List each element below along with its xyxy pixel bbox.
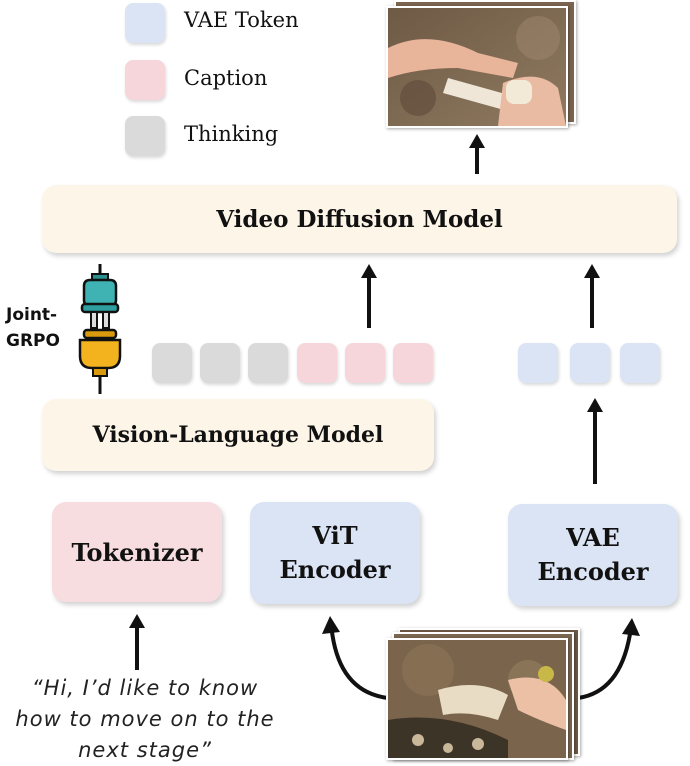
user-prompt-text: “Hi, I’d like to know how to move on to … bbox=[0, 673, 290, 766]
output-frame-image bbox=[388, 8, 566, 126]
vae-encoder-label-line2: Encoder bbox=[537, 557, 649, 586]
joint-grpo-line1: Joint- bbox=[6, 305, 58, 325]
arrow-vae-encoder-to-tokens bbox=[587, 398, 603, 484]
legend-label-thinking: Thinking bbox=[184, 122, 279, 146]
arrow-vlm-tokens-to-vdm bbox=[361, 264, 377, 328]
vit-encoder-label-line2: Encoder bbox=[279, 555, 391, 584]
caption-token bbox=[393, 343, 433, 383]
arrow-vae-tokens-to-vdm bbox=[584, 264, 600, 328]
curved-arrows-input-to-encoders bbox=[322, 616, 640, 700]
prompt-line2: how to move on to the bbox=[15, 707, 275, 731]
legend-swatch-vae-token bbox=[125, 3, 165, 43]
vae-encoder-box: VAE Encoder bbox=[508, 504, 678, 606]
tokenizer-label: Tokenizer bbox=[71, 537, 203, 567]
prompt-line1: “Hi, I’d like to know bbox=[31, 676, 259, 700]
video-diffusion-model-box: Video Diffusion Model bbox=[42, 185, 677, 253]
vae-encoder-label-line1: VAE bbox=[566, 523, 620, 552]
video-diffusion-model-label: Video Diffusion Model bbox=[216, 205, 503, 233]
vae-token bbox=[570, 343, 610, 383]
input-video-frames bbox=[386, 628, 580, 760]
tokenizer-box: Tokenizer bbox=[52, 502, 222, 602]
output-video-frames bbox=[386, 0, 576, 128]
legend-swatch-thinking bbox=[125, 116, 165, 156]
thinking-token bbox=[248, 343, 288, 383]
vision-language-model-box: Vision-Language Model bbox=[42, 399, 434, 471]
vae-token bbox=[518, 343, 558, 383]
caption-token bbox=[345, 343, 385, 383]
arrow-prompt-to-tokenizer bbox=[129, 614, 145, 670]
arrow-vdm-to-output bbox=[469, 134, 485, 174]
legend-label-vae-token: VAE Token bbox=[184, 8, 299, 32]
input-frame-image bbox=[388, 640, 566, 758]
vision-language-model-label: Vision-Language Model bbox=[92, 422, 384, 448]
video-frame-front bbox=[386, 638, 568, 760]
prompt-line3: next stage” bbox=[78, 738, 212, 762]
video-frame-front bbox=[386, 6, 568, 128]
joint-grpo-line2: GRPO bbox=[6, 331, 60, 351]
joint-grpo-label: Joint- GRPO bbox=[6, 302, 60, 354]
thinking-token bbox=[200, 343, 240, 383]
vit-encoder-box: ViT Encoder bbox=[250, 502, 420, 604]
thinking-token bbox=[152, 343, 192, 383]
plug-icon bbox=[78, 264, 122, 394]
vit-encoder-label-line1: ViT bbox=[312, 521, 358, 550]
caption-token bbox=[297, 343, 337, 383]
vae-token bbox=[620, 343, 660, 383]
legend-label-caption: Caption bbox=[184, 66, 268, 90]
legend-swatch-caption bbox=[125, 60, 165, 100]
